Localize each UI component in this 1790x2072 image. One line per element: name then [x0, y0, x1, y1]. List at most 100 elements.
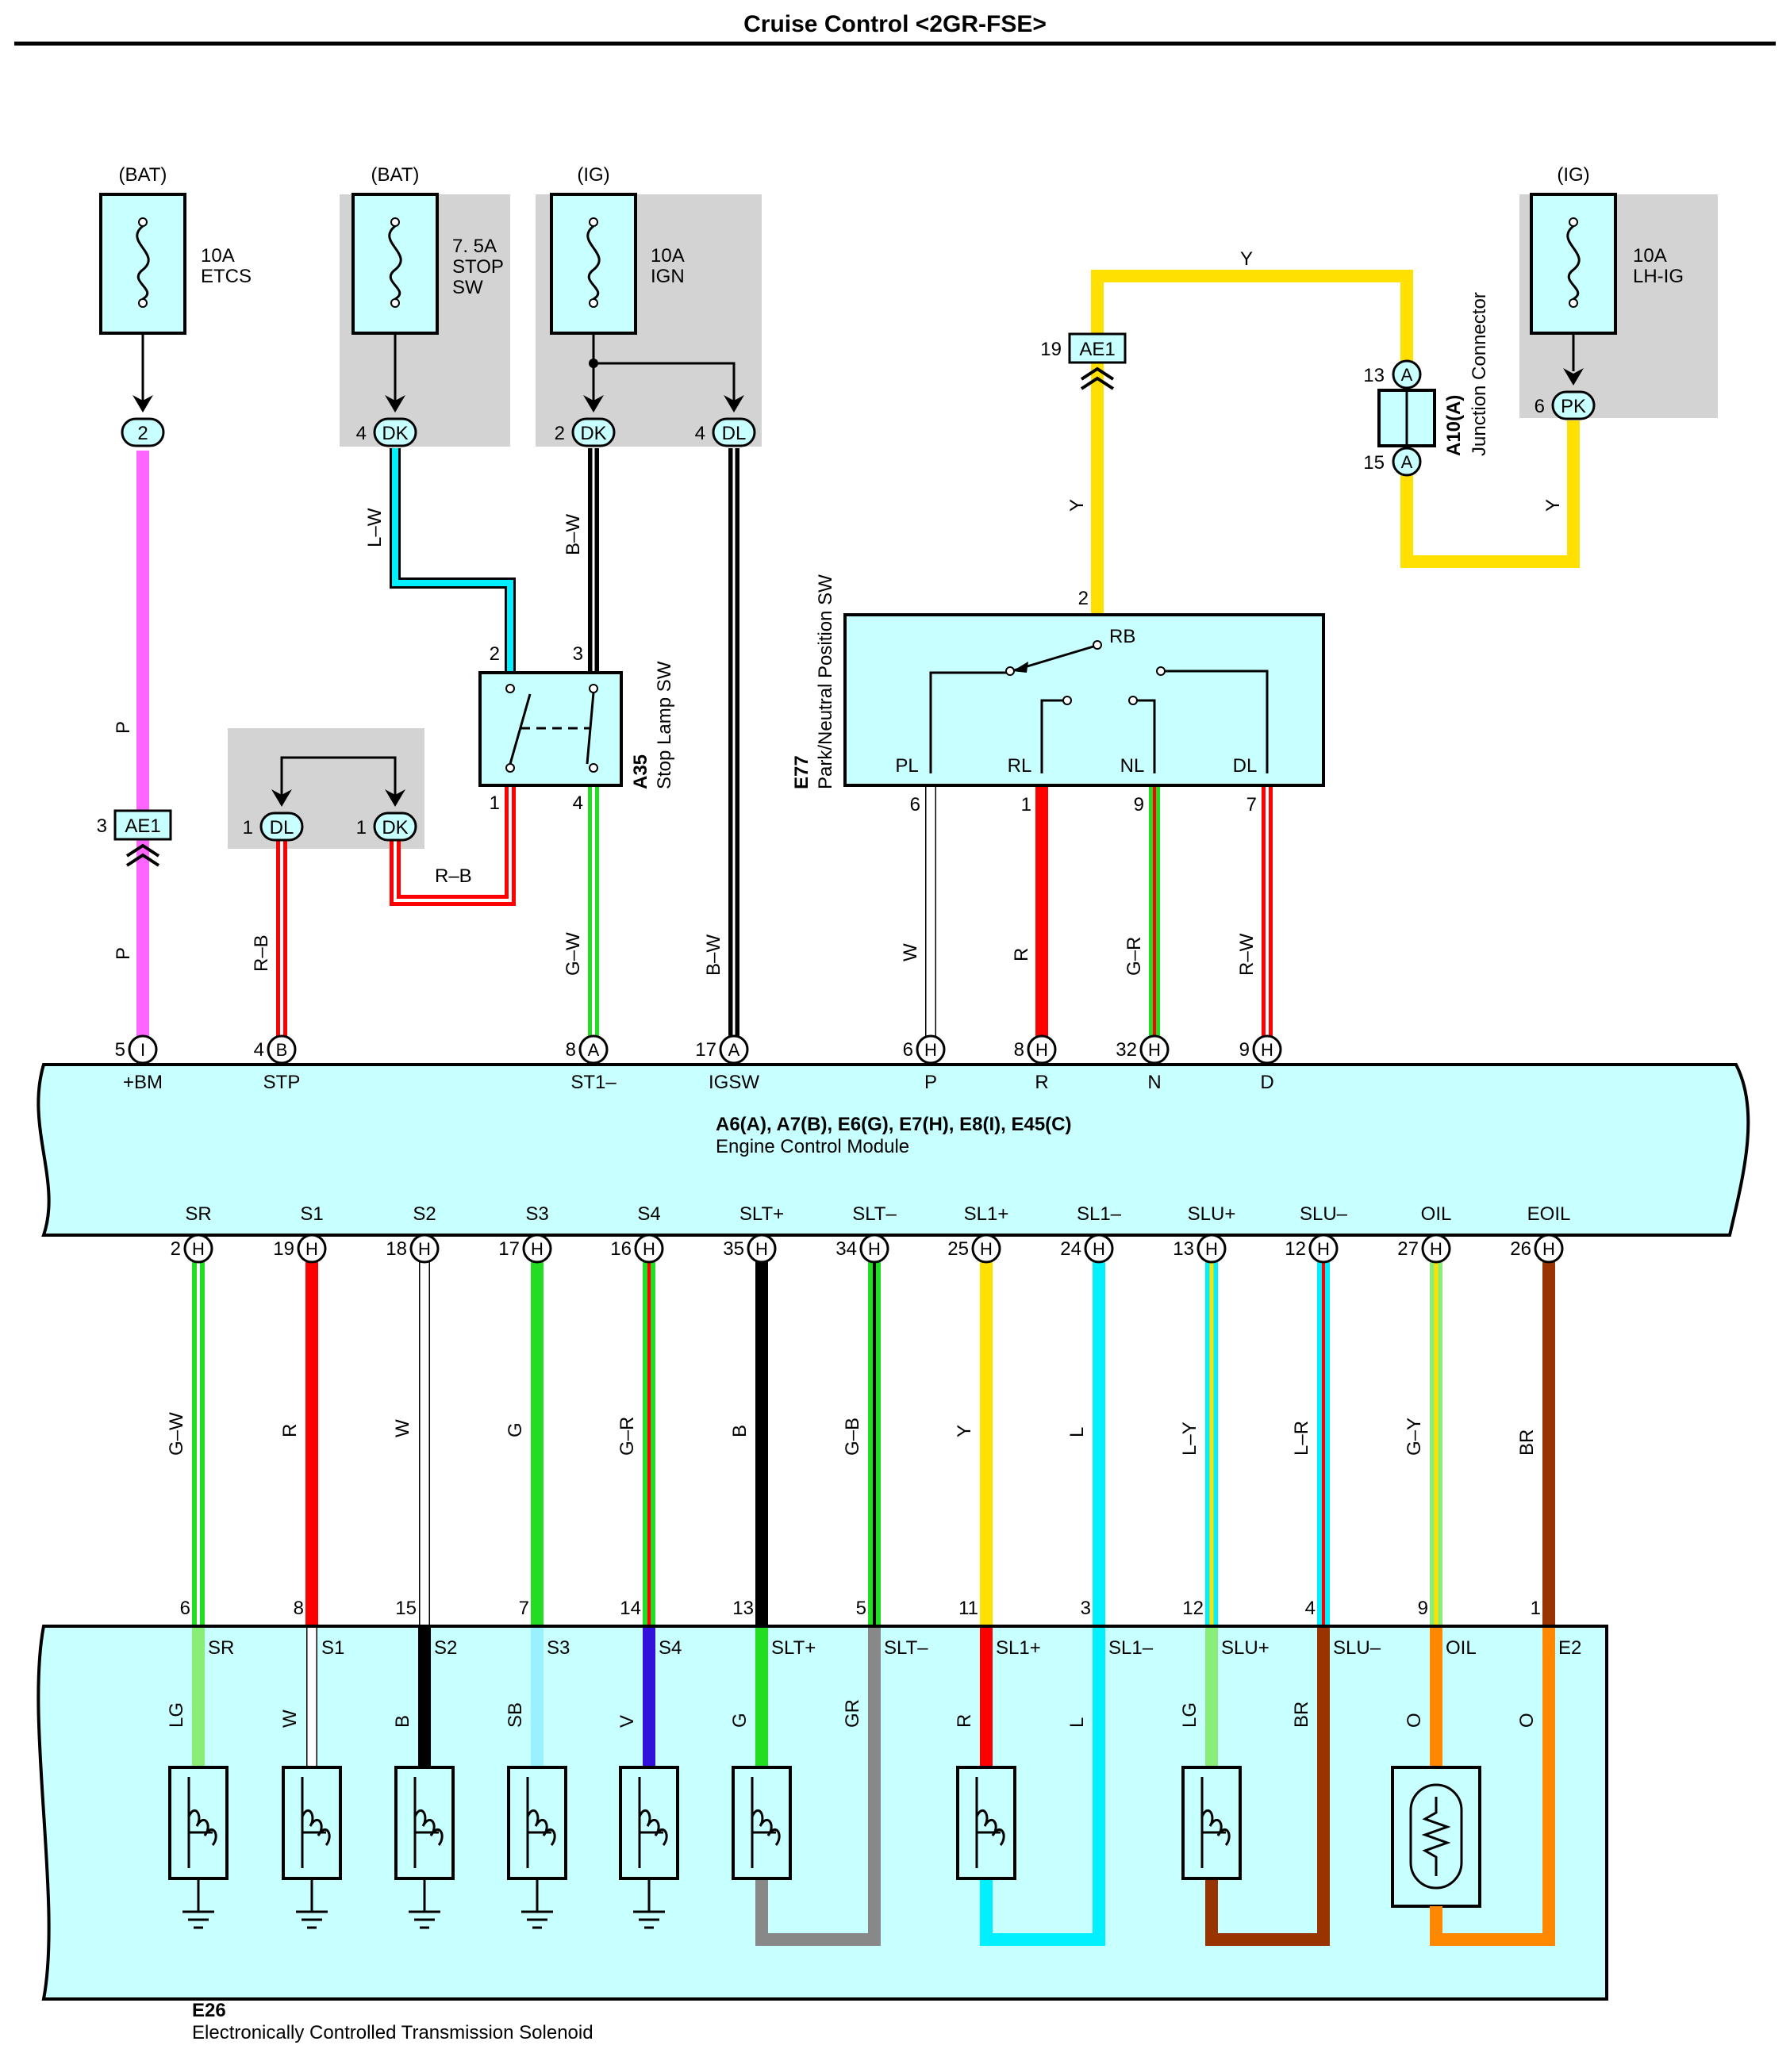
harness-wire-label: R	[279, 1424, 301, 1437]
ecm-bottom-pin-letter: H	[1542, 1239, 1555, 1259]
ecm-bottom-pin-number: 27	[1397, 1238, 1419, 1260]
solenoid-pin-number: 4	[1305, 1598, 1316, 1619]
internal-wire-label: LG	[166, 1702, 187, 1728]
wire-label-rb2: R–B	[251, 934, 272, 972]
ecm-bottom-pin-marker	[409, 1234, 440, 1264]
solenoid-terminal-label: SLT+	[771, 1637, 816, 1659]
ecm-top-pin-letter: A	[728, 1040, 740, 1060]
pnp-id: E77	[791, 755, 812, 789]
ecm-top-pin-marker	[916, 1034, 946, 1065]
solenoid-coil	[507, 1766, 567, 1880]
solenoid-terminal-label: S4	[659, 1637, 682, 1659]
etcs-name: ETCS	[201, 266, 252, 287]
harness-wire-label: G–Y	[1404, 1418, 1425, 1456]
ecm-top-pin-label: IGSW	[709, 1072, 759, 1093]
ecm-top-pin-marker	[267, 1034, 297, 1065]
ecm-top-pin-label: N	[1147, 1072, 1161, 1093]
wire-lw[interactable]	[390, 448, 516, 673]
ecm-bottom-pin-label: SLT+	[739, 1203, 784, 1225]
solenoid-coil	[619, 1766, 679, 1880]
lhig-conn: PK	[1561, 396, 1586, 417]
ecm-bottom-pin-number: 24	[1060, 1238, 1081, 1260]
pnp-pin-pl: 6	[910, 794, 920, 815]
etcs-connector	[121, 395, 165, 447]
lhig-rating: 10A	[1633, 245, 1667, 267]
ecm-top-pin-marker	[1252, 1034, 1282, 1065]
internal-wire-label: LG	[1179, 1702, 1200, 1728]
solenoid-pin-number: 8	[294, 1598, 304, 1619]
lhig-connector	[1551, 368, 1596, 420]
lhig-source: (IG)	[1557, 164, 1589, 186]
harness-wire-label: G	[505, 1422, 526, 1437]
junction-pin-bottom: 15	[1363, 452, 1385, 474]
solenoid-terminal-label: SLU+	[1221, 1637, 1270, 1659]
ign-conn-a: DK	[580, 423, 606, 444]
solenoid-pin-number: 15	[395, 1598, 417, 1619]
ecm-bottom-pin-marker	[747, 1234, 777, 1264]
pnp-in-pin: 2	[1078, 588, 1089, 609]
ign-source: (IG)	[577, 164, 609, 186]
ign-conn-b: DL	[722, 423, 747, 444]
ecm-bottom-pin-marker	[1308, 1234, 1339, 1264]
solenoid-terminal-label: S2	[434, 1637, 457, 1659]
solenoid-internals	[168, 1628, 1555, 1946]
ae1-top-label: AE1	[1079, 339, 1115, 360]
stop-conn: DK	[382, 423, 408, 444]
stop-lamp-switch	[478, 671, 623, 787]
ecm-top-pin-number: 32	[1116, 1039, 1137, 1061]
ecm-bottom-pin-marker	[522, 1234, 552, 1264]
harness-wire-label: G–B	[842, 1418, 863, 1456]
ecm-bottom-pin-number: 12	[1285, 1238, 1306, 1260]
ecm-top-pin-label: ST1–	[570, 1072, 617, 1093]
ground-icon	[521, 1878, 553, 1929]
oil-temp-sensor	[1391, 1766, 1481, 1908]
stop-name2: SW	[452, 277, 483, 298]
ecm-bottom-pin-label: SLT–	[852, 1203, 897, 1225]
junction-letter-top: A	[1401, 365, 1413, 385]
harness-wire-label: L	[1066, 1427, 1088, 1437]
ecm-bottom-pin-number: 16	[610, 1238, 632, 1260]
stop-pin: 4	[356, 423, 367, 444]
internal-wire-label: V	[617, 1715, 638, 1728]
ecm-top-pin-number: 17	[695, 1039, 716, 1061]
wire-y[interactable]	[1091, 270, 1413, 615]
ae1-left-connector	[113, 809, 172, 867]
solenoid-coil	[282, 1766, 342, 1880]
joint-dl-pin: 1	[243, 817, 253, 838]
fuse-lhig	[1530, 193, 1617, 335]
harness-wire-label: Y	[954, 1425, 975, 1437]
harness-wire-label: W	[392, 1419, 413, 1437]
pnp-term-pl: PL	[895, 755, 918, 777]
etcs-pin: 2	[137, 423, 148, 444]
ecm-bottom-pin-number: 35	[723, 1238, 744, 1260]
wire-label-gr: G–R	[1124, 937, 1145, 976]
ecm-bottom-pin-marker	[1197, 1234, 1227, 1264]
bottom-wires: H2SRG–W6H19S1R8H18S2W15H17S3G7H16S4G–R14…	[166, 1203, 1570, 1626]
ecm-top-pin-marker	[1027, 1034, 1057, 1065]
ecm-top-pin-marker	[578, 1034, 609, 1065]
wire-label-y3: Y	[1542, 499, 1564, 512]
ign-pin-b: 4	[695, 423, 705, 444]
ecm-bottom-pin-label: SL1+	[964, 1203, 1009, 1225]
junction-letter-bottom: A	[1401, 452, 1413, 472]
ecm-top-pin-letter: H	[1035, 1040, 1048, 1060]
junction-pin-top: 13	[1363, 365, 1385, 386]
ecm-top-pin-letter: A	[588, 1040, 600, 1060]
ecm-top-pin-number: 8	[566, 1039, 576, 1061]
solenoid-pin-number: 14	[620, 1598, 641, 1619]
solenoid-terminal-label: SLU–	[1333, 1637, 1381, 1659]
ground-icon	[633, 1878, 665, 1929]
pnp-pin-nl: 9	[1134, 794, 1144, 815]
internal-wire-label: GR	[842, 1699, 863, 1728]
ecm-top-pin-label: D	[1260, 1072, 1273, 1093]
joint-dl-label: DL	[270, 817, 294, 838]
ecm-top-pin-marker	[719, 1034, 749, 1065]
ecm-bottom-pin-label: S4	[637, 1203, 660, 1225]
ecm-bottom-pin-letter: H	[192, 1239, 205, 1259]
internal-wire-label: W	[279, 1709, 301, 1728]
junction-name: Junction Connector	[1469, 292, 1490, 456]
ecm-ids: A6(A), A7(B), E6(G), E7(H), E8(I), E45(C…	[716, 1114, 1072, 1135]
solenoid-terminal-label: S3	[547, 1637, 570, 1659]
solenoid-pin-number: 7	[519, 1598, 529, 1619]
